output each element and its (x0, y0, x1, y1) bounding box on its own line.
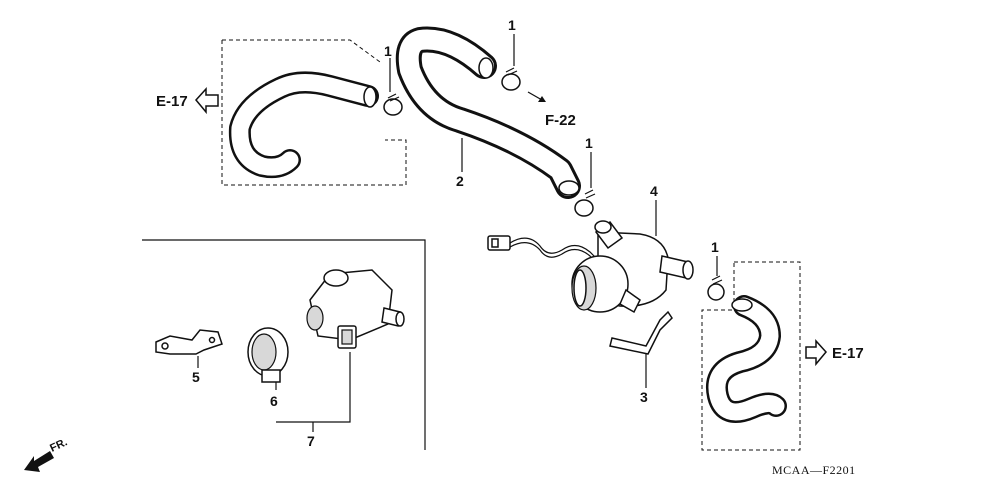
ref-right-arrow-icon (805, 339, 827, 367)
main-hose-end-top (478, 57, 494, 79)
left-hose-boundary (221, 39, 407, 186)
ref-right-label: E-17 (832, 345, 864, 362)
hose-main-label: 2 (456, 173, 464, 189)
left-hose-end (363, 86, 377, 108)
stay-group: 3 (609, 310, 673, 405)
ref-left-label: E-17 (156, 93, 188, 110)
ref-arrow-right: E-17 (805, 339, 864, 367)
clip-b-group: 1 F-22 (501, 17, 576, 129)
clip-a-label: 1 (384, 43, 392, 59)
clip-c-icon (574, 199, 594, 217)
main-hose-end-bottom (558, 180, 580, 196)
valve-wire (509, 237, 601, 263)
right-hose-end (731, 298, 753, 312)
front-arrow-icon (24, 451, 54, 472)
clip-b-icon (501, 73, 521, 91)
valve-set-group: 5 6 7 (142, 239, 426, 450)
ref-left-arrow-icon (195, 87, 219, 115)
right-hose-group: 1 (701, 239, 801, 451)
valve-group: 4 (487, 183, 694, 314)
bracket-label: 5 (192, 369, 200, 385)
front-direction: FR. (24, 436, 69, 472)
clip-c-label: 1 (585, 135, 593, 151)
right-hose-boundary (701, 261, 801, 451)
drawing-code: MCAA—F2201 (772, 463, 856, 477)
clip-a-icon (383, 98, 403, 116)
valve-set-frame (142, 239, 426, 450)
ref-arrow-left: E-17 (156, 87, 219, 115)
valve-set-label: 7 (307, 433, 315, 449)
band-label: 6 (270, 393, 278, 409)
main-hose-group: 2 (395, 26, 581, 199)
clip-c-group: 1 (574, 135, 596, 217)
clip-d-label: 1 (711, 239, 719, 255)
front-label: FR. (48, 436, 69, 454)
bracket-icon (155, 329, 223, 355)
stay-icon (609, 310, 673, 355)
clip-d-icon (707, 283, 725, 301)
stay-label: 3 (640, 389, 648, 405)
left-hose-group: 1 (221, 39, 407, 186)
clip-b-label: 1 (508, 17, 516, 33)
ref-top-label: F-22 (545, 112, 576, 129)
valve-label: 4 (650, 183, 658, 199)
f22-arrow-icon (538, 96, 546, 102)
